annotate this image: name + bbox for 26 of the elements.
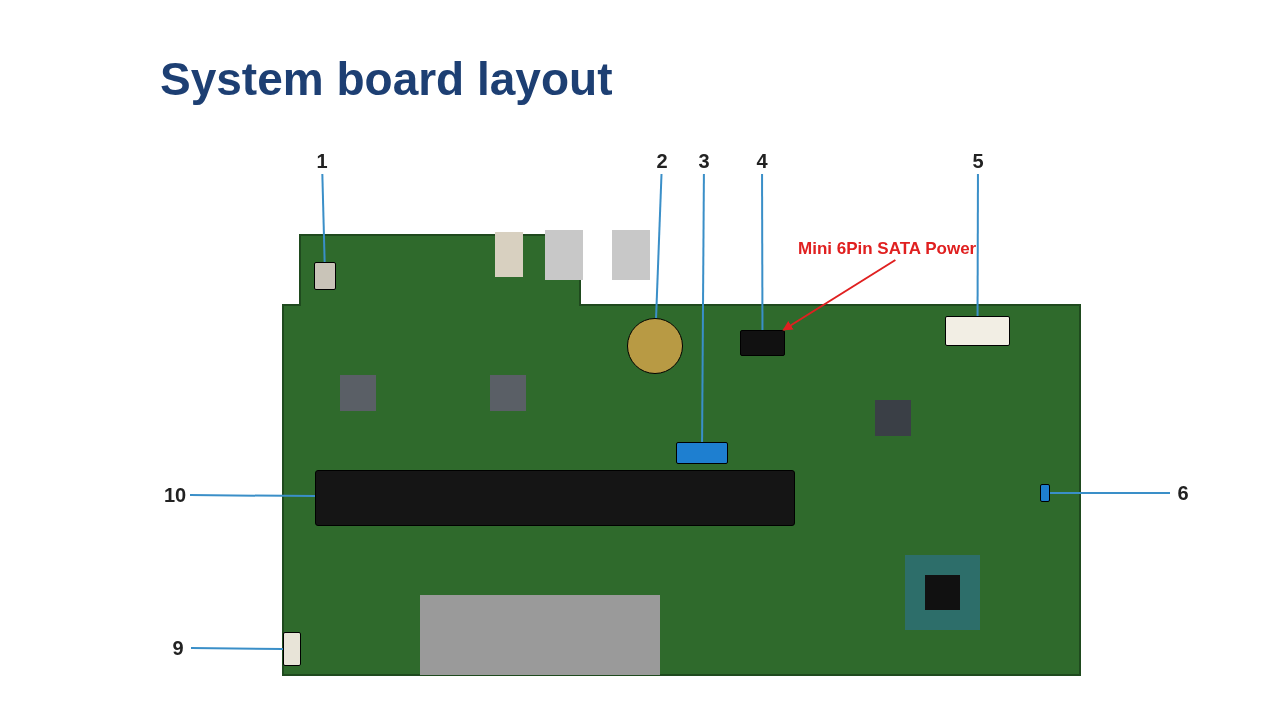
callout-number: 6 xyxy=(1170,480,1196,506)
leader-line xyxy=(190,647,284,650)
annotation-text: Mini 6Pin SATA Power xyxy=(798,238,1028,260)
sata-connector xyxy=(676,442,728,464)
callout-number: 3 xyxy=(692,148,716,174)
jumper-pins xyxy=(1040,484,1050,502)
arrow xyxy=(782,259,897,331)
callout-number: 5 xyxy=(966,148,990,174)
callout-number: 1 xyxy=(310,148,334,174)
leader-line xyxy=(321,173,326,263)
power-connector xyxy=(945,316,1010,346)
fan-connector xyxy=(283,632,301,666)
leader-line xyxy=(189,494,316,498)
diagram-title: System board layout xyxy=(160,52,613,106)
power-connector xyxy=(740,330,785,356)
callout-number: 2 xyxy=(650,148,674,174)
callout-number: 9 xyxy=(165,635,191,661)
leader-line xyxy=(761,173,764,331)
memory-slots xyxy=(315,470,795,526)
leader-line xyxy=(976,173,979,317)
callout-number: 4 xyxy=(750,148,774,174)
leader-line xyxy=(1049,492,1171,494)
callout-number: 10 xyxy=(160,482,190,508)
leader-line xyxy=(701,173,705,443)
leader-line xyxy=(655,173,663,319)
jack-connector xyxy=(314,262,336,290)
